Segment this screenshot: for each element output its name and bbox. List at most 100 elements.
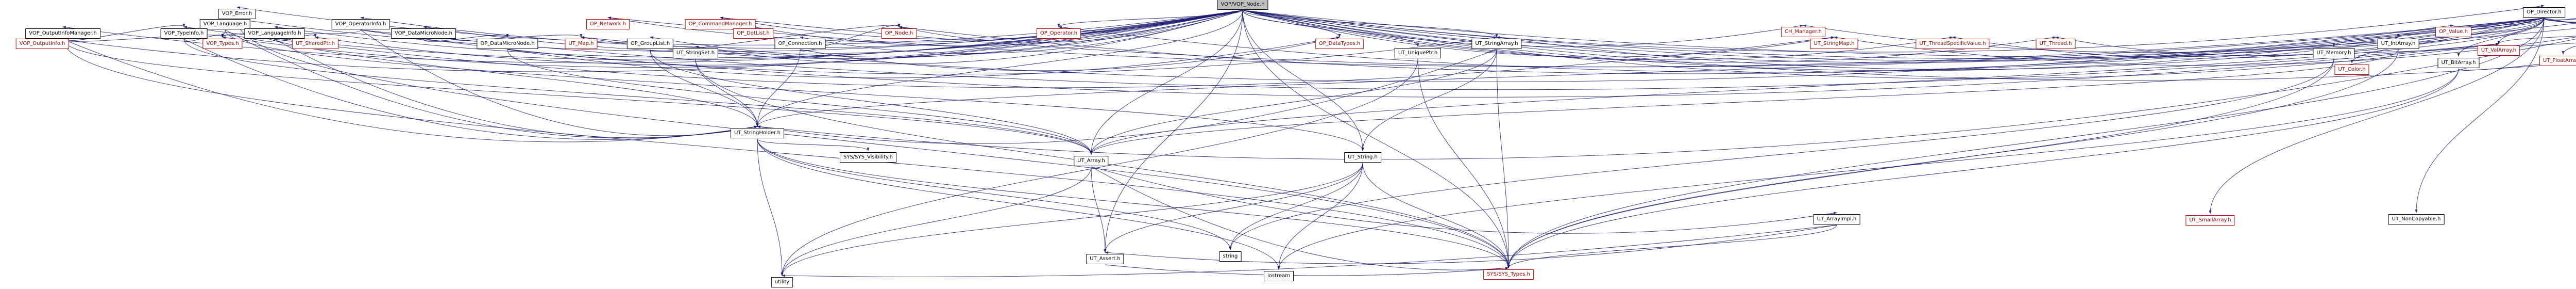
graph-node-ut-valarray[interactable]: UT_ValArray.h — [2477, 45, 2520, 56]
graph-node-op-operator[interactable]: OP_Operator.h — [1036, 28, 1081, 39]
graph-node-vop-languageinfo[interactable]: VOP_LanguageInfo.h — [244, 28, 305, 39]
graph-node-op-commandmanager[interactable]: OP_CommandManager.h — [685, 19, 756, 29]
graph-node-ut-stringholder[interactable]: UT_StringHolder.h — [731, 128, 784, 138]
graph-node-label: UT_Array.h — [1077, 158, 1105, 164]
graph-node-label: UT_BitArray.h — [2441, 60, 2476, 66]
edge-group — [41, 5, 2576, 277]
graph-node-ut-sharedptr[interactable]: UT_SharedPtr.h — [292, 39, 339, 49]
graph-node-label: UT_Thread.h — [2039, 41, 2072, 46]
graph-node-vop-language[interactable]: VOP_Language.h — [199, 19, 251, 29]
include-edge — [360, 29, 758, 136]
include-edge — [2497, 36, 2576, 44]
include-edge — [2458, 60, 2576, 71]
include-edge — [1242, 10, 1419, 47]
graph-node-op-datatypes[interactable]: OP_DataTypes.h — [1315, 39, 1364, 49]
graph-node-ut-memory[interactable]: UT_Memory.h — [2313, 48, 2355, 58]
graph-node-vop-error[interactable]: VOP_Error.h — [218, 9, 256, 19]
include-edge — [1242, 10, 2576, 57]
graph-node-op-network[interactable]: OP_Network.h — [586, 19, 630, 29]
graph-node-string-h[interactable]: string — [1219, 251, 1242, 262]
graph-node-vop-typeinfo[interactable]: VOP_TypeInfo.h — [160, 28, 208, 39]
graph-node-ut-stringarray[interactable]: UT_StringArray.h — [1471, 39, 1522, 49]
include-edge — [360, 29, 2499, 90]
graph-node-ut-thread[interactable]: UT_Thread.h — [2036, 39, 2076, 49]
graph-node-op-datamicronode[interactable]: OP_DataMicroNode.h — [477, 39, 538, 49]
graph-node-ut-threadspecificvalue[interactable]: UT_ThreadSpecificValue.h — [1916, 39, 1990, 49]
graph-node-label: OP_DataTypes.h — [1318, 41, 1361, 46]
graph-node-ut-uniqueptr[interactable]: UT_UniquePtr.h — [1394, 48, 1442, 58]
graph-node-label: string — [1223, 253, 1238, 259]
graph-node-op-dotlist[interactable]: OP_DotList.h — [733, 28, 773, 39]
include-edge — [1242, 10, 1510, 268]
graph-node-vop-operatorinfo[interactable]: VOP_OperatorInfo.h — [331, 19, 390, 29]
graph-node-ut-floatarray[interactable]: UT_FloatArray.h — [2539, 56, 2576, 66]
include-edge — [1104, 163, 1363, 253]
include-edge — [757, 138, 1510, 268]
graph-node-ut-assert[interactable]: UT_Assert.h — [1086, 254, 1124, 264]
graph-node-ut-string[interactable]: UT_String.h — [1344, 152, 1381, 163]
graph-node-label: OP_Operator.h — [1040, 30, 1078, 36]
graph-node-ut-intarray[interactable]: UT_IntArray.h — [2377, 39, 2419, 49]
graph-node-op-connection[interactable]: OP_Connection.h — [774, 39, 826, 49]
graph-node-label: UT_FloatArray.h — [2543, 58, 2576, 63]
graph-node-utility[interactable]: utility — [771, 277, 793, 287]
graph-node-op-node[interactable]: OP_Node.h — [881, 28, 917, 39]
graph-node-label: VOP_OperatorInfo.h — [335, 21, 386, 27]
include-edge — [1105, 264, 1509, 276]
include-edge — [1277, 163, 1363, 270]
graph-node-label: SYS/SYS_Types.h — [1487, 271, 1530, 277]
graph-node-op-value[interactable]: OP_Value.h — [2435, 27, 2471, 37]
graph-node-ut-noncopyable[interactable]: UT_NonCopyable.h — [2388, 214, 2445, 224]
graph-node-label: UT_Map.h — [568, 41, 594, 46]
graph-node-ut-color[interactable]: UT_Color.h — [2334, 65, 2369, 75]
include-edge — [222, 10, 1243, 68]
include-edge — [899, 18, 2545, 74]
graph-node-sys-types[interactable]: SYS/SYS_Types.h — [1483, 269, 1534, 280]
graph-node-ut-arrayimpl[interactable]: UT_ArrayImpl.h — [1813, 214, 1860, 224]
graph-node-ut-array[interactable]: UT_Array.h — [1074, 156, 1109, 166]
graph-node-label: UT_ArrayImpl.h — [1817, 216, 1857, 222]
include-edge — [62, 39, 758, 142]
graph-node-label: CH_Manager.h — [1785, 29, 1822, 35]
include-edge — [1229, 163, 1363, 250]
graph-node-label: UT_StringHolder.h — [734, 130, 781, 136]
include-edge — [695, 58, 759, 127]
graph-node-ch-manager[interactable]: CH_Manager.h — [1781, 27, 1825, 37]
graph-node-ut-smallarray[interactable]: UT_SmallArray.h — [2185, 215, 2235, 226]
graph-node-vop-outputinfo[interactable]: VOP_OutputInfo.h — [15, 39, 69, 49]
graph-node-vop-outputinfomanager[interactable]: VOP_OutputInfoManager.h — [25, 28, 100, 39]
graph-node-ut-map[interactable]: UT_Map.h — [565, 39, 598, 49]
graph-node-label: UT_IntArray.h — [2381, 41, 2416, 46]
include-edge — [782, 224, 1837, 277]
include-edge — [1803, 18, 2545, 53]
include-edge — [1091, 166, 1509, 270]
graph-node-op-grouplist[interactable]: OP_GroupList.h — [626, 39, 674, 49]
include-edge — [62, 39, 1093, 155]
graph-node-label: OP_Node.h — [885, 30, 913, 36]
include-edge — [756, 49, 801, 127]
graph-node-label: OP_Connection.h — [778, 41, 822, 46]
graph-node-ut-stringset[interactable]: UT_StringSet.h — [672, 48, 719, 58]
graph-node-label: VOP_Error.h — [222, 11, 252, 17]
include-edge — [423, 10, 1243, 55]
graph-node-label: VOP_DataMicroNode.h — [395, 30, 452, 36]
include-edge — [2457, 18, 2545, 57]
include-edge — [781, 58, 1418, 276]
include-edge — [183, 39, 758, 140]
graph-node-sys-visibility[interactable]: SYS/SYS_Visibility.h — [840, 152, 896, 163]
graph-node-ut-stringmap[interactable]: UT_StringMap.h — [1810, 39, 1858, 49]
include-edge — [800, 23, 901, 52]
include-edge — [1091, 166, 1107, 253]
include-edge — [1105, 224, 1837, 264]
graph-node-label: UT_SmallArray.h — [2189, 217, 2231, 223]
graph-node-root[interactable]: VOP/VOP_Node.h — [1217, 0, 1268, 10]
graph-node-vop-types[interactable]: VOP_Types.h — [202, 39, 243, 49]
include-edge — [800, 36, 1340, 71]
graph-node-op-director[interactable]: OP_Director.h — [2523, 7, 2565, 18]
include-edge — [781, 166, 1092, 276]
graph-node-iostream[interactable]: iostream — [1264, 271, 1294, 281]
graph-node-ut-bitarray[interactable]: UT_BitArray.h — [2437, 58, 2480, 68]
graph-node-label: UT_Assert.h — [1090, 256, 1121, 262]
graph-node-vop-datamicronode[interactable]: VOP_DataMicroNode.h — [391, 28, 456, 39]
